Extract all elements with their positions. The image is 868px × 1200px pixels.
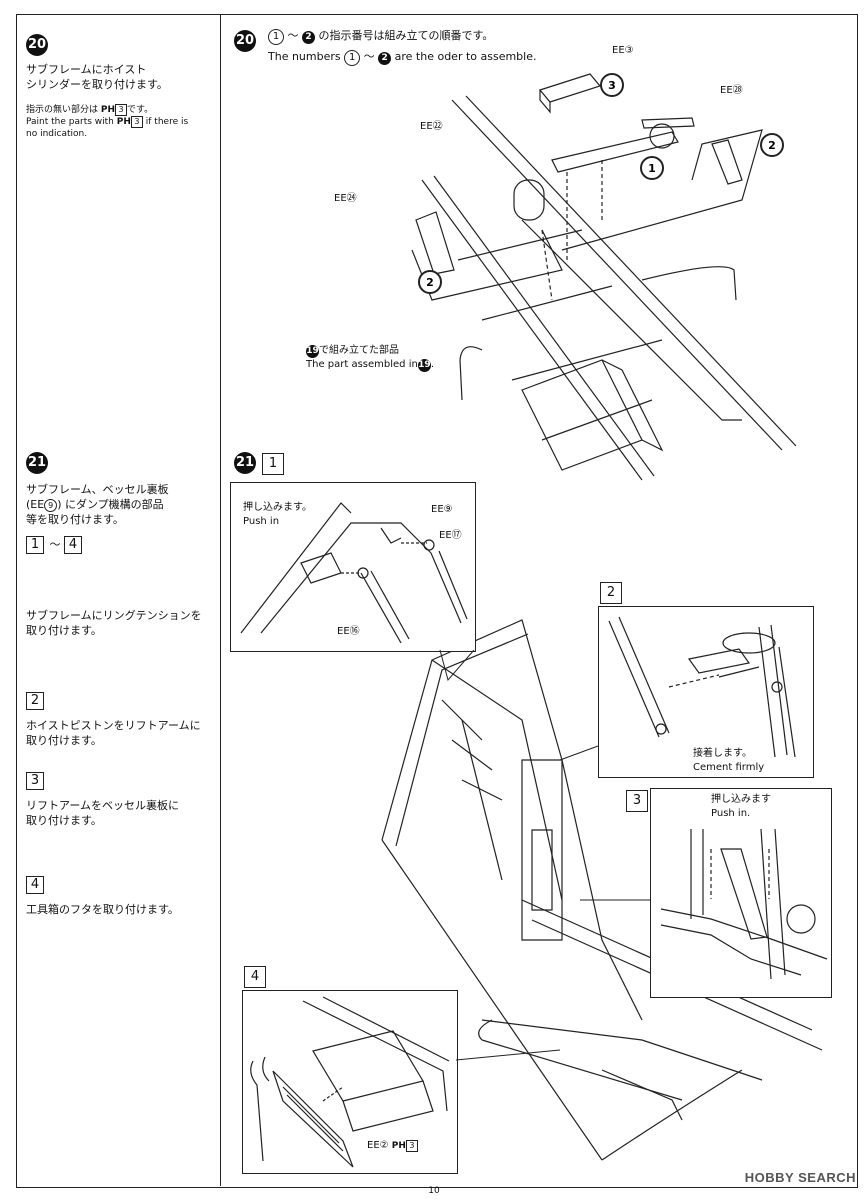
watermark: HOBBY SEARCH	[744, 1170, 856, 1185]
label-ee3: EE③	[612, 45, 634, 56]
detail-1-push-jp: 押し込みます。	[243, 502, 312, 513]
detail-3-drawing	[651, 789, 831, 997]
part-badge-2-right: 2	[768, 139, 776, 152]
detail-2-cement-jp: 接着します。	[693, 748, 752, 759]
detail-4-num: 4	[244, 966, 268, 988]
sub-step-3-text: リフトアームをベッセル裏板に 取り付けます。	[26, 799, 180, 827]
step-21-diagram-badge: 21	[234, 452, 256, 474]
sub-step-4-text: 工具箱のフタを取り付けます。	[26, 903, 179, 916]
step-21-main-drawing	[222, 600, 842, 1180]
assembled-in-19-note: 19で組み立てた部品 The part assembled in19.	[306, 345, 435, 372]
column-divider	[220, 14, 221, 1186]
page-number: 10	[428, 1186, 440, 1196]
detail-2-panel: 接着します。 Cement firmly	[598, 606, 814, 778]
detail-3-push-jp: 押し込みます	[711, 794, 771, 805]
sub-step-4-num: 4	[26, 876, 46, 894]
sub-step-3-num: 3	[26, 772, 46, 790]
detail-3-panel: 押し込みます Push in.	[650, 788, 832, 998]
step-20-badge: 20	[26, 34, 48, 56]
label-ee9: EE⑨	[431, 504, 453, 515]
part-badge-1: 1	[648, 162, 656, 175]
sub-step-1-text: サブフレームにリングテンションを 取り付けます。	[26, 609, 202, 637]
step-20-assembly-drawing: 3 1 2 2	[222, 60, 842, 500]
detail-4-drawing	[243, 991, 457, 1173]
assembly-order-note: 1 〜 2 の指示番号は組み立ての順番です。 The numbers 1 〜 2…	[268, 28, 537, 66]
part-badge-3: 3	[608, 79, 616, 92]
detail-1-drawing	[231, 483, 475, 651]
label-ee22: EE㉒	[420, 121, 443, 132]
detail-1-push-en: Push in	[243, 516, 280, 527]
step-21-sub-1-badge: 1	[262, 453, 286, 475]
detail-3-num: 3	[626, 790, 650, 812]
detail-2-drawing	[599, 607, 813, 777]
step-20-diagram-badge: 20	[234, 30, 256, 52]
sub-step-2-text: ホイストピストンをリフトアームに 取り付けます。	[26, 719, 201, 747]
sub-step-2-num: 2	[26, 692, 46, 710]
label-ee24: EE㉔	[334, 193, 357, 204]
label-ee17: EE⑰	[439, 530, 462, 541]
step-21-badge: 21	[26, 452, 48, 474]
step-20-instruction: サブフレームにホイスト シリンダーを取り付けます。	[26, 63, 168, 91]
step-21-range: 1 〜 4	[26, 536, 84, 554]
part-badge-2-left: 2	[426, 276, 434, 289]
page-frame	[16, 14, 858, 1188]
label-ee16: EE⑯	[337, 626, 360, 637]
detail-3-push-en: Push in.	[711, 808, 751, 819]
label-ee28: EE㉘	[720, 85, 743, 96]
detail-2-cement-en: Cement firmly	[693, 762, 765, 773]
detail-1-panel: 押し込みます。 Push in EE⑨ EE⑰ EE⑯	[230, 482, 476, 652]
detail-2-num: 2	[600, 582, 624, 604]
